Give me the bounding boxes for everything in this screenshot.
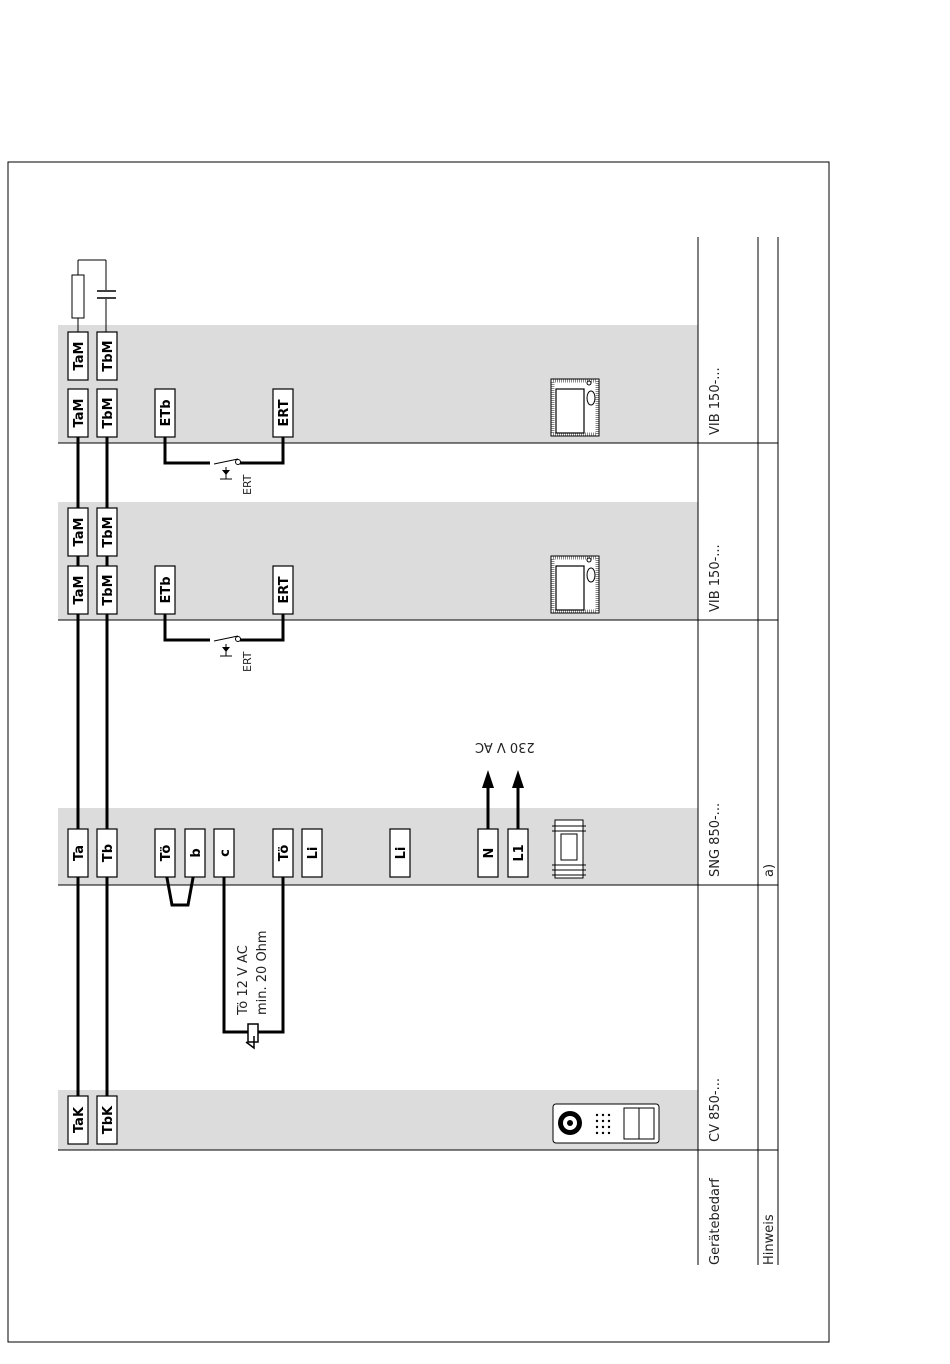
band-sng: [58, 808, 698, 885]
svg-text:TbM: TbM: [101, 516, 116, 547]
ert-contact-vib1: [236, 637, 241, 642]
terminal-vib2-ert: ERT: [273, 389, 293, 437]
door-station-icon: [553, 1104, 659, 1143]
terminal-cv-tbk: TbK: [97, 1096, 117, 1144]
svg-text:TaK: TaK: [72, 1106, 87, 1133]
band-vib1: [58, 502, 698, 620]
svg-text:TbM: TbM: [101, 397, 116, 428]
svg-text:N: N: [482, 848, 497, 859]
terminal-vib2-tam: TaM: [68, 389, 88, 437]
svg-text:c: c: [218, 849, 233, 857]
svg-text:TbK: TbK: [101, 1105, 116, 1134]
terminal-vib1-tbm: TbM: [97, 508, 117, 556]
svg-text:Li: Li: [394, 847, 409, 860]
svg-text:Tö: Tö: [277, 845, 292, 862]
ert-arrow-vib1: [222, 647, 230, 652]
band-vib2: [58, 325, 698, 443]
terminal-vib2-tbm: TbM: [97, 389, 117, 437]
svg-text:ETb: ETb: [159, 576, 174, 603]
svg-text:TbM: TbM: [101, 574, 116, 605]
svg-text:Tb: Tb: [101, 844, 116, 862]
terminal-vib1-ert: ERT: [273, 566, 293, 614]
terminal-vib1-tbm: TbM: [97, 566, 117, 614]
toe-spec-line2: min. 20 Ohm: [255, 930, 270, 1015]
terminal-sng-b: b: [185, 829, 205, 877]
terminal-sng-tö: Tö: [155, 829, 175, 877]
svg-text:L1: L1: [512, 844, 527, 861]
row-label-note: Hinweis: [762, 1214, 777, 1265]
terminal-sng-ta: Ta: [68, 829, 88, 877]
svg-text:Tö: Tö: [159, 845, 174, 862]
monitor-icon-vib2: [551, 379, 599, 436]
arrow-n: [482, 770, 494, 788]
termination-network: [72, 260, 116, 335]
terminal-vib2-tbm: TbM: [97, 332, 117, 380]
device-vib1: VIB 150-...: [708, 544, 723, 612]
terminal-vib1-tam: TaM: [68, 508, 88, 556]
ert-switch-vib2: [214, 459, 238, 464]
terminal-vib1-etb: ETb: [155, 566, 175, 614]
ert-label-vib2: ERT: [241, 474, 254, 495]
door-opener-wire: [224, 867, 283, 1032]
door-opener-icon: [248, 1024, 258, 1042]
terminal-vib1-tam: TaM: [68, 566, 88, 614]
svg-text:TaM: TaM: [72, 399, 87, 428]
ert-contact-vib2: [236, 460, 241, 465]
toe-spec-line1: Tö 12 V AC: [236, 945, 251, 1016]
terminal-sng-tb: Tb: [97, 829, 117, 877]
device-vib2: VIB 150-...: [708, 367, 723, 435]
svg-text:TaM: TaM: [72, 576, 87, 605]
note-a: a): [762, 864, 777, 877]
svg-text:b: b: [189, 848, 204, 857]
svg-text:ERT: ERT: [277, 399, 292, 426]
svg-text:TaM: TaM: [72, 518, 87, 547]
svg-text:Ta: Ta: [72, 845, 87, 861]
terminal-vib2-tam: TaM: [68, 332, 88, 380]
ert-label-vib1: ERT: [241, 651, 254, 672]
mains-label: 230 V AC: [475, 739, 535, 754]
terminal-sng-c: c: [214, 829, 234, 877]
ert-arrow-vib2: [222, 470, 230, 475]
terminal-cv-tak: TaK: [68, 1096, 88, 1144]
terminal-sng-l1: L1: [508, 829, 528, 877]
monitor-icon-vib1: [551, 556, 599, 613]
svg-text:TaM: TaM: [72, 342, 87, 371]
terminal-sng-li: Li: [390, 829, 410, 877]
device-sng: SNG 850-...: [708, 803, 723, 877]
ert-switch-vib1: [214, 636, 238, 641]
row-label-devices: Gerätebedarf: [708, 1178, 723, 1265]
power-supply-icon: [552, 820, 586, 878]
svg-text:TbM: TbM: [101, 340, 116, 371]
terminal-sng-li: Li: [302, 829, 322, 877]
terminal-sng-n: N: [478, 829, 498, 877]
svg-text:Li: Li: [306, 847, 321, 860]
terminal-sng-tö: Tö: [273, 829, 293, 877]
svg-text:ERT: ERT: [277, 576, 292, 603]
device-cv: CV 850-...: [708, 1078, 723, 1142]
terminal-vib2-etb: ETb: [155, 389, 175, 437]
svg-text:ETb: ETb: [159, 399, 174, 426]
arrow-l1: [512, 770, 524, 788]
